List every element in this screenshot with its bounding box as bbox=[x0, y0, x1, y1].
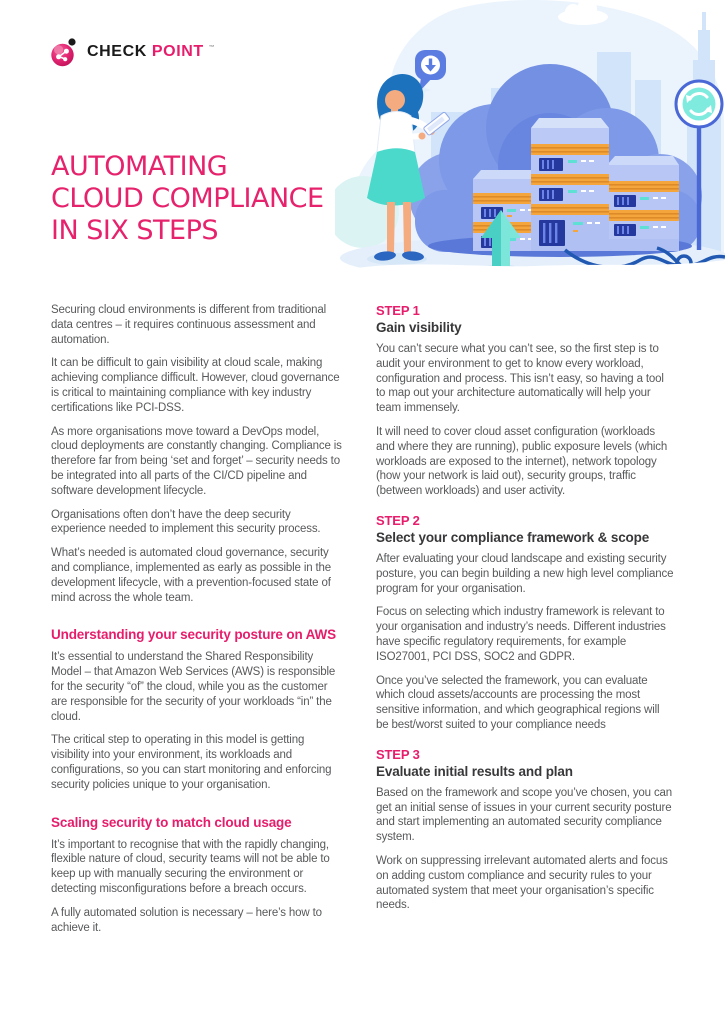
page-title-line-1: AUTOMATING bbox=[51, 151, 228, 182]
step-3-label: STEP 3 bbox=[376, 746, 420, 762]
page-title-line-3: IN SIX STEPS bbox=[51, 215, 219, 246]
page-title-line-2: CLOUD COMPLIANCE bbox=[51, 183, 324, 214]
step-3-title: Evaluate initial results and plan bbox=[376, 763, 573, 779]
cloud-servers-illustration bbox=[335, 0, 725, 292]
intro-paragraph: What’s needed is automated cloud governa… bbox=[51, 547, 332, 604]
intro-paragraph: As more organisations move toward a DevO… bbox=[51, 425, 342, 497]
step-1-label: STEP 1 bbox=[376, 303, 420, 318]
server-stack-right bbox=[607, 156, 679, 251]
step-2-title: Select your compliance framework & scope bbox=[376, 529, 650, 545]
intro-paragraph: Organisations often don’t have the deep … bbox=[51, 508, 321, 536]
step-2: STEP 2 Select your compliance framework … bbox=[376, 513, 674, 733]
step-1: STEP 1 Gain visibility You can’t secure … bbox=[376, 303, 674, 499]
intro-paragraph: Securing cloud environments is different… bbox=[51, 304, 327, 346]
section-paragraph: The critical step to operating in this m… bbox=[51, 734, 332, 791]
step-2-label: STEP 2 bbox=[376, 512, 420, 528]
tablet bbox=[423, 111, 450, 136]
step-paragraph: It will need to cover cloud asset config… bbox=[376, 425, 668, 498]
checkpoint-logo-mark bbox=[51, 38, 76, 67]
step-paragraph: Based on the framework and scope you’ve … bbox=[376, 786, 673, 844]
section-paragraph: It’s essential to understand the Shared … bbox=[51, 651, 336, 723]
logo-ball bbox=[51, 43, 74, 67]
section-paragraph: A fully automated solution is necessary … bbox=[51, 906, 322, 934]
download-arrow-icon bbox=[425, 58, 436, 72]
brand-wordmark: CHECK POINT ™ bbox=[87, 44, 215, 60]
step-paragraph: Focus on selecting which industry framew… bbox=[376, 606, 666, 663]
sync-badge bbox=[674, 79, 724, 250]
server-stack-center bbox=[531, 118, 609, 251]
small-cloud bbox=[558, 0, 608, 25]
step-3: STEP 3 Evaluate initial results and plan… bbox=[376, 747, 674, 913]
step-1-title: Gain visibility bbox=[376, 320, 462, 335]
brand-name-check: CHECK bbox=[87, 43, 147, 60]
step-paragraph: You can’t secure what you can’t see, so … bbox=[376, 343, 664, 415]
logo-network-nodes bbox=[56, 48, 69, 62]
section-heading-aws-posture: Understanding your security posture on A… bbox=[51, 627, 336, 643]
logo-dot bbox=[68, 38, 76, 46]
brand-name-point: POINT bbox=[151, 43, 204, 60]
section-heading-scaling-security: Scaling security to match cloud usage bbox=[51, 814, 292, 830]
right-column: STEP 1 Gain visibility You can’t secure … bbox=[376, 303, 674, 927]
bottom-fade bbox=[335, 260, 725, 292]
download-speech-bubble bbox=[415, 50, 446, 92]
step-paragraph: Work on suppressing irrelevant automated… bbox=[376, 854, 668, 912]
brand-trademark: ™ bbox=[208, 45, 216, 51]
woman-figure bbox=[367, 73, 450, 261]
checkpoint-logo: CHECK POINT ™ bbox=[50, 36, 215, 68]
page-title: AUTOMATING CLOUD COMPLIANCE IN SIX STEPS bbox=[51, 151, 324, 247]
step-paragraph: Once you’ve selected the framework, you … bbox=[376, 674, 660, 731]
intro-paragraph: It can be difficult to gain visibility a… bbox=[51, 357, 340, 414]
section-paragraph: It’s important to recognise that with th… bbox=[51, 838, 330, 895]
step-paragraph: After evaluating your cloud landscape an… bbox=[376, 552, 674, 595]
left-column: Securing cloud environments is different… bbox=[51, 303, 343, 944]
